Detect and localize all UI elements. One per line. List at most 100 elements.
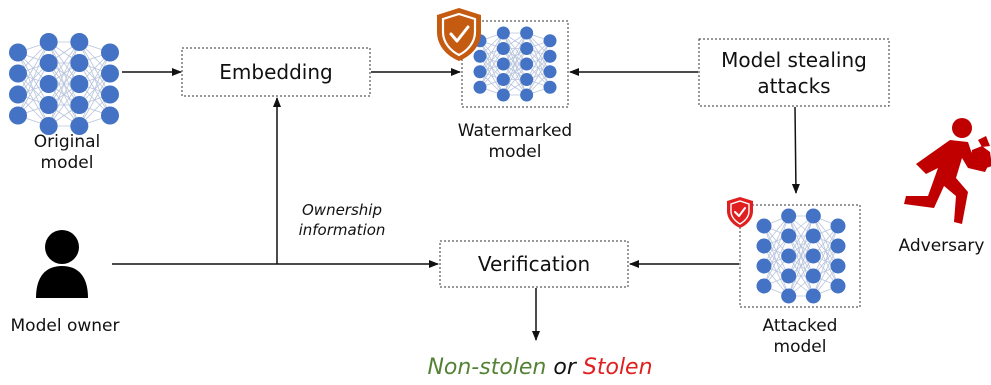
network-edge	[78, 73, 111, 127]
network-node	[781, 288, 797, 304]
network-node	[520, 88, 534, 102]
network-edge	[788, 215, 814, 277]
network-node	[473, 80, 487, 94]
network-edge	[763, 235, 790, 287]
shield-small-icon	[727, 197, 753, 228]
arrow-stealing-to-attacked	[791, 106, 800, 194]
verification-box	[439, 240, 629, 288]
network-edge	[17, 41, 50, 95]
network-edge	[812, 225, 839, 277]
model-stealing-box	[698, 38, 890, 107]
network-node	[520, 26, 534, 40]
network-edge	[788, 235, 814, 297]
network-edge	[78, 52, 111, 127]
embedding-label: Embedding	[219, 60, 333, 84]
network-edge	[48, 41, 80, 106]
shield-icon	[437, 8, 481, 61]
verification-result: Non-stolen or Stolen	[380, 354, 700, 382]
arrows	[112, 68, 800, 341]
network-node	[70, 75, 89, 93]
watermarked-model-network	[473, 26, 557, 102]
network-edge	[479, 32, 504, 72]
network-edge	[17, 62, 50, 116]
network-edge	[479, 48, 504, 88]
network-node	[781, 228, 797, 244]
network-edge	[788, 255, 814, 297]
network-node	[830, 238, 846, 254]
network-node	[805, 228, 821, 244]
person-icon	[36, 230, 88, 298]
network-node	[756, 258, 772, 274]
network-node	[830, 218, 846, 234]
network-node	[781, 268, 797, 284]
result-non-stolen: Non-stolen	[427, 355, 547, 380]
network-node	[781, 208, 797, 224]
original-model-network	[9, 33, 119, 135]
network-node	[781, 248, 797, 264]
adversary-label: Adversary	[898, 236, 985, 256]
network-edge	[763, 215, 790, 287]
network-node	[496, 57, 510, 71]
network-node	[39, 75, 58, 93]
network-node	[70, 54, 89, 72]
network-node	[39, 54, 58, 72]
network-node	[756, 218, 772, 234]
network-node	[805, 248, 821, 264]
embedding-box	[181, 47, 371, 97]
result-stolen: Stolen	[582, 355, 653, 380]
network-edge	[78, 52, 111, 106]
network-node	[805, 268, 821, 284]
network-edge	[526, 56, 551, 96]
network-edge	[763, 215, 790, 267]
running-thief-icon	[904, 118, 991, 224]
network-node	[830, 258, 846, 274]
network-node	[520, 42, 534, 55]
ownership-info-label: Ownership information	[298, 201, 386, 239]
model-stealing-label: Model stealing attacks	[721, 47, 867, 98]
network-node	[543, 65, 557, 79]
network-edge	[812, 245, 839, 297]
network-node	[473, 49, 487, 63]
network-node	[9, 85, 27, 104]
network-node	[496, 42, 510, 55]
network-node	[39, 96, 58, 114]
network-node	[520, 57, 534, 71]
network-node	[101, 106, 119, 125]
model-owner-label: Model owner	[10, 316, 120, 336]
network-edge	[48, 62, 80, 127]
network-node	[9, 106, 27, 125]
network-node	[39, 117, 58, 135]
network-node	[520, 73, 534, 86]
network-edge	[502, 32, 528, 80]
network-node	[543, 80, 557, 94]
network-node	[496, 73, 510, 86]
network-node	[70, 117, 89, 135]
network-node	[9, 43, 27, 62]
network-edge	[479, 32, 504, 88]
network-edge	[526, 40, 551, 80]
network-node	[805, 288, 821, 304]
network-node	[473, 65, 487, 79]
network-node	[805, 208, 821, 224]
network-node	[101, 85, 119, 104]
network-edge	[812, 225, 839, 297]
network-edge	[502, 48, 528, 96]
verification-label: Verification	[477, 252, 591, 276]
watermarked-model-label: Watermarked model	[457, 121, 573, 162]
network-node	[70, 33, 89, 51]
network-edge	[17, 41, 50, 116]
network-node	[543, 34, 557, 48]
network-edge	[788, 215, 814, 297]
network-node	[496, 26, 510, 40]
network-node	[9, 64, 27, 83]
network-node	[101, 43, 119, 62]
result-or: or	[553, 355, 576, 380]
attacked-model-network	[756, 208, 846, 304]
original-model-label: Original model	[33, 132, 101, 173]
attacked-model-label: Attacked model	[762, 316, 838, 357]
network-node	[756, 238, 772, 254]
network-node	[70, 96, 89, 114]
network-edge	[788, 215, 814, 257]
